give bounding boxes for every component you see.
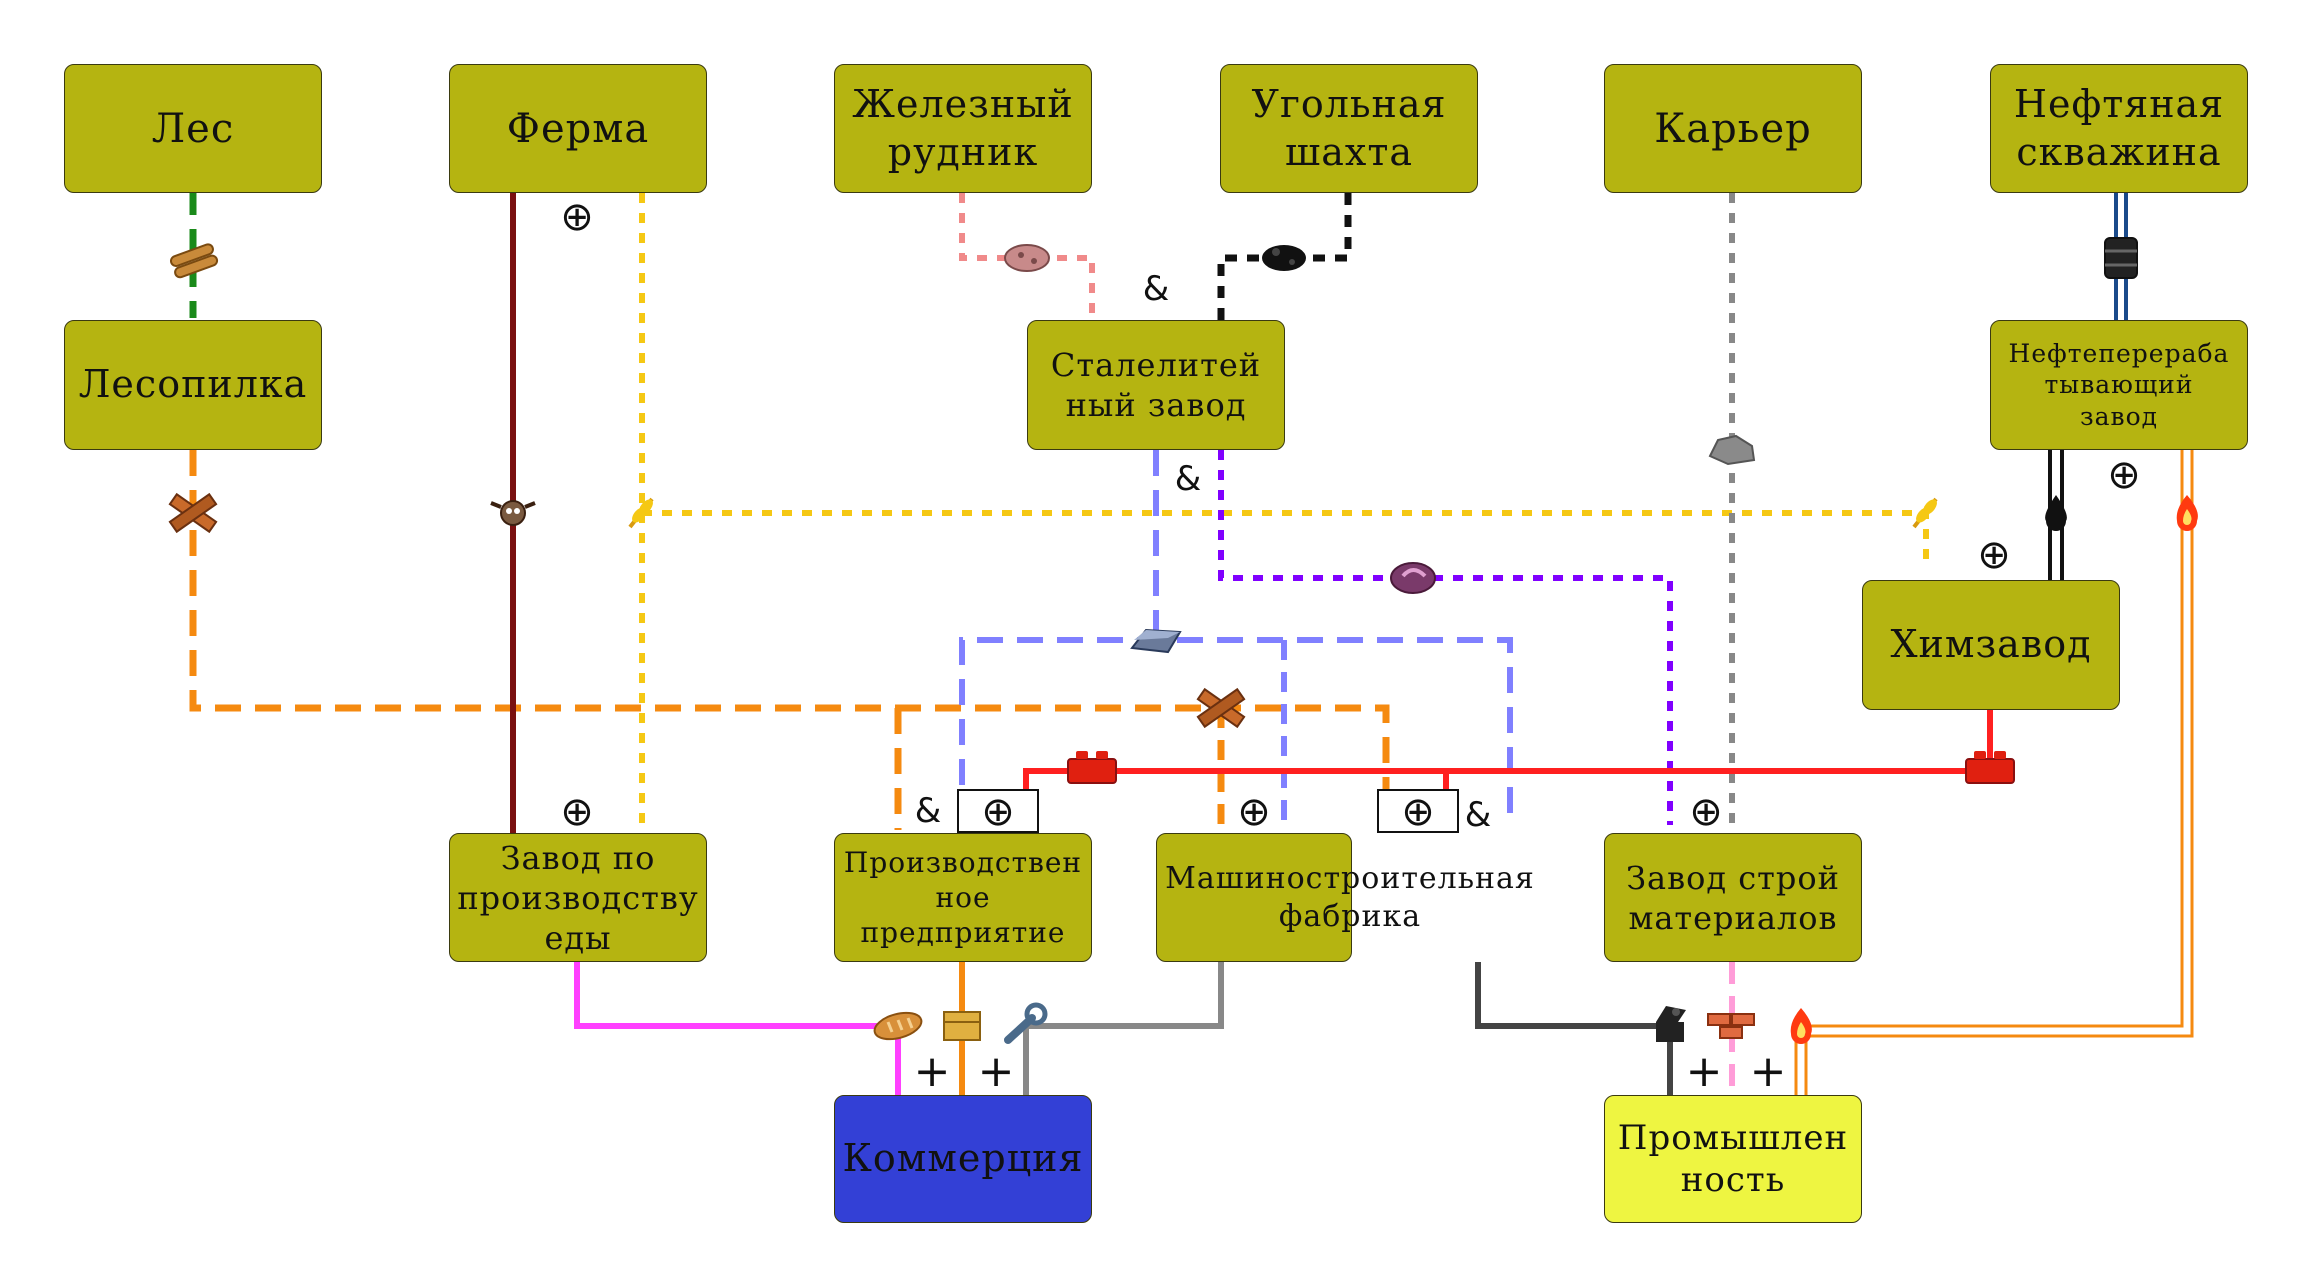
- node-quarry: Карьер: [1604, 64, 1862, 193]
- cow-icon: [490, 500, 536, 526]
- steel-icon: [1130, 628, 1182, 654]
- coal-icon: [1262, 245, 1306, 271]
- bricks-icon: [1707, 1013, 1755, 1039]
- plus-symbol: +: [1750, 1046, 1787, 1097]
- node-commerce: Коммерция: [834, 1095, 1092, 1223]
- node-industry: Промышлен ность: [1604, 1095, 1862, 1223]
- barrel-icon: [2104, 237, 2138, 279]
- node-forest: Лес: [64, 64, 322, 193]
- edge-sawmill-lumber: [189, 450, 1390, 825]
- flame-icon: [1790, 1008, 1812, 1044]
- or-symbol: ⊕: [1401, 789, 1435, 835]
- node-machine-factory: Машиностроительная фабрика: [1165, 861, 1535, 934]
- or-symbol: ⊕: [560, 789, 594, 835]
- edge-tools: [1023, 962, 1224, 1095]
- and-symbol: &: [1465, 795, 1492, 835]
- node-sawmill: Лесопилка: [64, 320, 322, 450]
- brick-block-icon: [1965, 751, 2015, 784]
- machine-icon: [1656, 1006, 1686, 1042]
- or-symbol: ⊕: [981, 789, 1015, 835]
- plus-symbol: +: [914, 1046, 951, 1097]
- or-symbol: ⊕: [1977, 532, 2011, 578]
- and-symbol: &: [915, 791, 942, 831]
- node-food-factory: Завод по производству еды: [449, 833, 707, 962]
- node-steel-mill: Сталелитей ный завод: [1027, 320, 1285, 450]
- plus-symbol: +: [1686, 1046, 1723, 1097]
- or-symbol: ⊕: [2107, 452, 2141, 498]
- edge-fuel-b: [1804, 450, 2194, 1095]
- edge-fuel-a: [1794, 450, 2184, 1095]
- logs-icon: [169, 243, 219, 279]
- node-iron-mine: Железный рудник: [834, 64, 1092, 193]
- wheat-icon: [628, 497, 654, 529]
- node-oil-well: Нефтяная скважина: [1990, 64, 2248, 193]
- or-symbol: ⊕: [1689, 789, 1723, 835]
- plus-symbol: +: [978, 1046, 1015, 1097]
- node-building-materials: Завод строй материалов: [1604, 833, 1862, 962]
- wrench-icon: [1004, 1002, 1048, 1044]
- flame-icon: [2176, 495, 2198, 531]
- wheat-icon: [1912, 497, 1938, 529]
- edge-steel-bus: [959, 637, 1513, 825]
- box-icon: [943, 1011, 981, 1041]
- and-symbol: &: [1175, 459, 1202, 499]
- edge-plastic: [1218, 450, 1673, 825]
- plastic-icon: [1390, 562, 1436, 594]
- node-refinery: Нефтеперераба тывающий завод: [1990, 320, 2248, 450]
- node-coal-mine: Угольная шахта: [1220, 64, 1478, 193]
- edge-machinery: [1475, 962, 1673, 1095]
- node-production: Производствен ное предприятие: [834, 833, 1092, 962]
- edge-food: [574, 962, 901, 1095]
- edge-coal: [1217, 193, 1352, 320]
- or-symbol: ⊕: [1237, 789, 1271, 835]
- stone-icon: [1708, 434, 1756, 466]
- node-chem-plant: Химзавод: [1862, 580, 2120, 710]
- planks-icon: [168, 492, 218, 534]
- or-symbol: ⊕: [560, 194, 594, 240]
- oil-drop-icon: [2045, 495, 2067, 531]
- brick-block-icon: [1067, 751, 1117, 784]
- ore-icon: [1004, 244, 1050, 272]
- planks-icon: [1196, 687, 1246, 729]
- or-gate-box-machine: [1377, 789, 1459, 833]
- node-farm: Ферма: [449, 64, 707, 193]
- and-symbol: &: [1143, 269, 1170, 309]
- or-gate-box-production: [957, 789, 1039, 833]
- node-machine-factory-left: [1156, 833, 1352, 962]
- bread-icon: [873, 1011, 923, 1041]
